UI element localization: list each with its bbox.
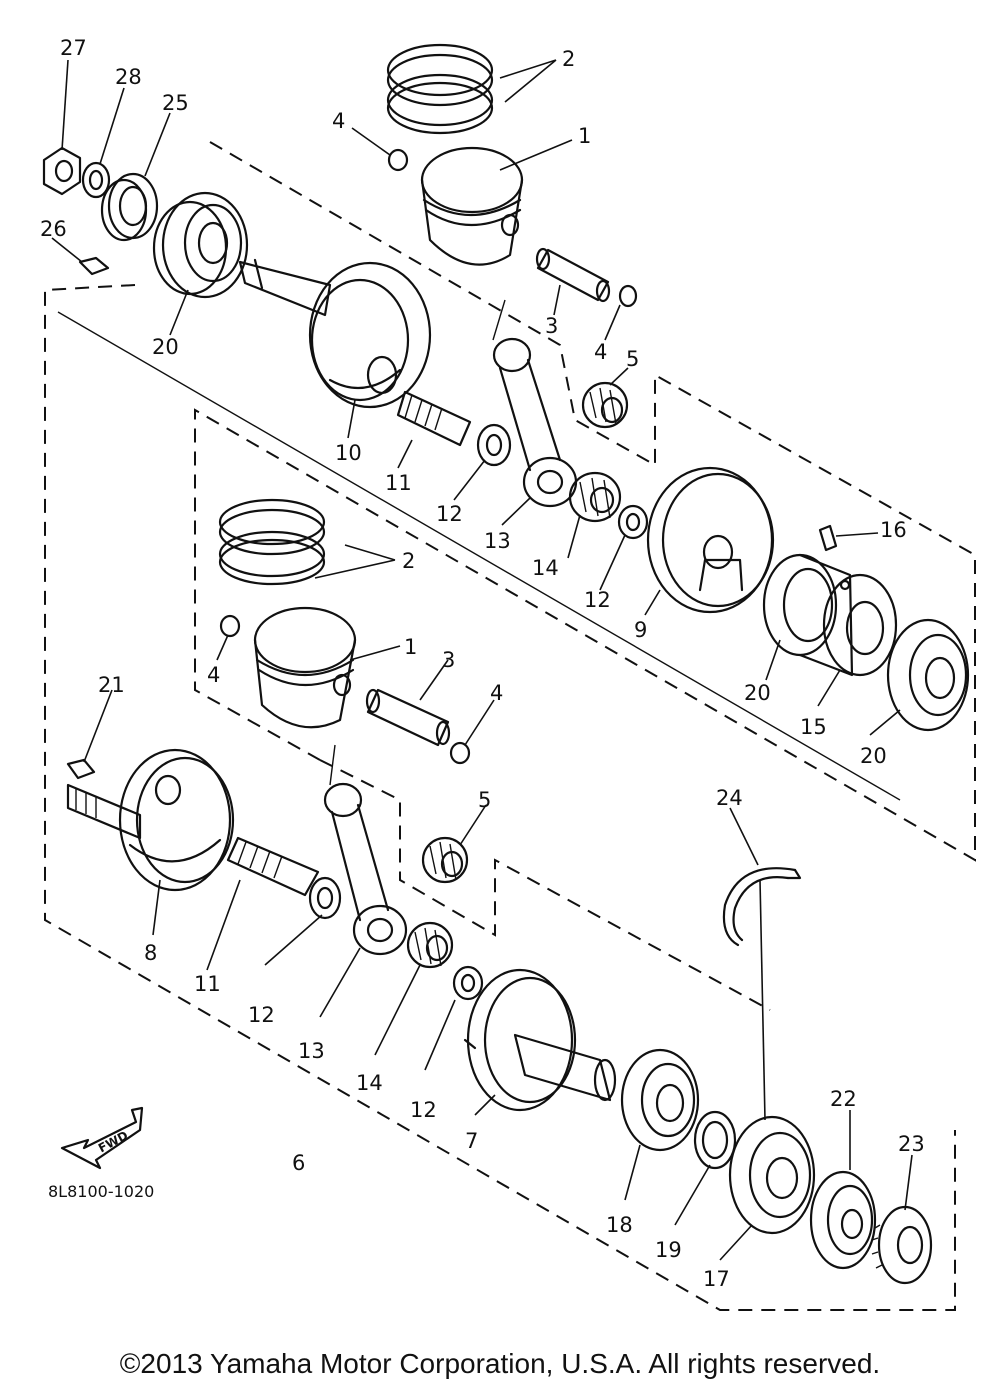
callout-19: 19: [655, 1238, 682, 1262]
piston-rings-2-top: [386, 43, 494, 135]
callout-18: 18: [606, 1213, 633, 1237]
oil-seal-25: [100, 172, 159, 242]
needle-bearing-5-mid: [421, 836, 469, 884]
thrust-washer-12-top-b: [617, 504, 649, 540]
rod-boundary-left: [57, 311, 901, 801]
callout-28: 28: [115, 65, 142, 89]
callout-6: 6: [292, 1151, 305, 1175]
piston-pin-3-mid: [365, 688, 451, 747]
circlip-4-mid-b: [449, 741, 471, 765]
nut-27: [42, 146, 82, 196]
circlip-4-mid-a: [219, 614, 241, 638]
callout-14: 14: [356, 1071, 383, 1095]
bearing-17: [728, 1115, 816, 1235]
piston-1-mid: [253, 606, 357, 729]
callout-20: 20: [860, 744, 887, 768]
callout-12: 12: [248, 1003, 275, 1027]
needle-bearing-14-top: [568, 471, 622, 523]
callout-labels: 27 28 25 26 20 2 4 1 3 4 5 10 11 12 13 1…: [40, 36, 925, 1291]
callout-7: 7: [465, 1129, 478, 1153]
callout-12: 12: [436, 502, 463, 526]
crank-half-7: [463, 968, 617, 1112]
crank-half-10: [308, 261, 432, 409]
callout-12: 12: [410, 1098, 437, 1122]
callout-9: 9: [634, 618, 647, 642]
crank-pin-11-bot: [226, 836, 320, 897]
labyrinth-seal-15: [798, 553, 898, 677]
leader-lines: [51, 59, 913, 1261]
circlip-4-top-a: [387, 148, 409, 172]
circlip-24: [722, 867, 802, 947]
callout-5: 5: [478, 788, 491, 812]
circlip-4-top-b: [618, 284, 638, 308]
callout-24: 24: [716, 786, 743, 810]
lock-washer-28: [81, 161, 111, 199]
bearing-20-left: [152, 191, 249, 299]
callout-21: 21: [98, 673, 125, 697]
callout-26: 26: [40, 217, 67, 241]
callout-1: 1: [404, 635, 417, 659]
figure-code: 8L8100-1020: [48, 1182, 154, 1201]
shim-19: [693, 1110, 737, 1170]
crankshaft-left-taper: [238, 258, 332, 317]
callout-4: 4: [332, 109, 345, 133]
callout-14: 14: [532, 556, 559, 580]
sprocket-23: [871, 1205, 933, 1285]
copyright-notice: ©2013 Yamaha Motor Corporation, U.S.A. A…: [119, 1348, 881, 1379]
crank-pin-11-top: [396, 390, 472, 447]
callout-17: 17: [703, 1267, 730, 1291]
thrust-washer-12-bot-a: [308, 876, 342, 920]
piston-rings-2-mid: [218, 498, 326, 586]
callout-4: 4: [207, 663, 220, 687]
callout-3: 3: [442, 648, 455, 672]
needle-bearing-14-bot: [406, 921, 454, 969]
callout-11: 11: [385, 471, 412, 495]
bearing-18: [620, 1048, 700, 1152]
crank-half-8: [66, 748, 235, 892]
callout-12: 12: [584, 588, 611, 612]
callout-20: 20: [152, 335, 179, 359]
thrust-washer-12-bot-b: [452, 965, 484, 1001]
connecting-rod-13-top: [492, 299, 578, 508]
callout-4: 4: [490, 681, 503, 705]
connecting-rod-13-bot: [323, 744, 408, 956]
lower-crank-inner-boundary: [319, 759, 771, 1011]
upper-crank-assembly-boundary: [194, 141, 976, 862]
callout-16: 16: [880, 518, 907, 542]
piston-pin-3-top: [535, 247, 611, 303]
callout-15: 15: [800, 715, 827, 739]
bearing-20-right: [886, 618, 970, 732]
callout-5: 5: [626, 347, 639, 371]
callout-3: 3: [545, 314, 558, 338]
piston-1-top: [420, 146, 524, 266]
callout-2: 2: [562, 47, 575, 71]
callout-27: 27: [60, 36, 87, 60]
crankshaft-assembly-boundary: [44, 284, 956, 1311]
dowel-pin-16: [818, 524, 838, 552]
seal-22: [809, 1170, 877, 1270]
callout-1: 1: [578, 124, 591, 148]
crank-wheel-9: [646, 466, 775, 614]
callout-8: 8: [144, 941, 157, 965]
callout-22: 22: [830, 1087, 857, 1111]
callout-11: 11: [194, 972, 221, 996]
callout-10: 10: [335, 441, 362, 465]
thrust-washer-12-top-a: [476, 423, 512, 467]
woodruff-key-21: [66, 758, 96, 780]
callout-13: 13: [484, 529, 511, 553]
woodruff-key-26: [78, 256, 110, 276]
callout-23: 23: [898, 1132, 925, 1156]
fwd-arrow-icon: FWD: [60, 1106, 144, 1170]
callout-13: 13: [298, 1039, 325, 1063]
callout-2: 2: [402, 549, 415, 573]
callout-4: 4: [594, 340, 607, 364]
callout-25: 25: [162, 91, 189, 115]
callout-20: 20: [744, 681, 771, 705]
needle-bearing-5-top: [581, 381, 629, 429]
